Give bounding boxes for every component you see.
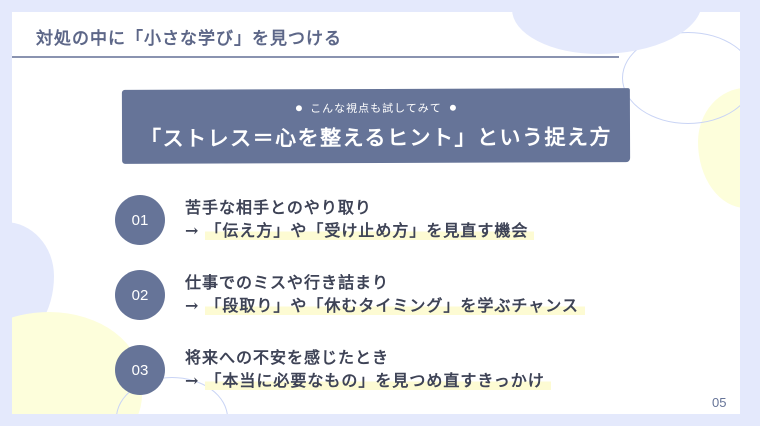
list-item: 03 将来への不安を感じたとき → 「本当に必要なもの」を見つめ直すきっかけ xyxy=(115,345,551,395)
item-situation: 将来への不安を感じたとき xyxy=(185,348,390,367)
banner-subtitle: こんな視点も試してみて xyxy=(310,101,442,116)
list-item: 02 仕事でのミスや行き詰まり → 「段取り」や「休むタイミング」を学ぶチャンス xyxy=(115,270,585,320)
item-number-badge: 03 xyxy=(115,345,165,395)
item-number-badge: 02 xyxy=(115,270,165,320)
page-number: 05 xyxy=(712,395,727,410)
perspective-banner: こんな視点も試してみて 「ストレス＝心を整えるヒント」という捉え方 xyxy=(121,88,631,164)
item-situation: 仕事でのミスや行き詰まり xyxy=(185,273,390,292)
arrow-right-icon: → xyxy=(185,221,200,240)
item-number-badge: 01 xyxy=(115,195,165,245)
arrow-right-icon: → xyxy=(185,371,200,390)
bullet-dot-icon xyxy=(449,104,456,111)
banner-subtitle-row: こんな視点も試してみて xyxy=(122,99,630,117)
item-lesson: 「段取り」や「休むタイミング」を学ぶチャンス xyxy=(205,296,585,315)
bullet-dot-icon xyxy=(296,105,303,112)
list-item: 01 苦手な相手とのやり取り → 「伝え方」や「受け止め方」を見直す機会 xyxy=(115,195,535,245)
item-situation: 苦手な相手とのやり取り xyxy=(185,198,372,217)
item-lesson: 「本当に必要なもの」を見つめ直すきっかけ xyxy=(205,371,551,390)
banner-heading: 「ストレス＝心を整えるヒント」という捉え方 xyxy=(140,124,613,151)
item-lesson: 「伝え方」や「受け止め方」を見直す機会 xyxy=(205,221,535,240)
title-divider xyxy=(12,56,619,58)
slide-title: 対処の中に「小さな学び」を見つける xyxy=(36,29,342,49)
arrow-right-icon: → xyxy=(185,296,200,315)
slide-card: 対処の中に「小さな学び」を見つける こんな視点も試してみて 「ストレス＝心を整え… xyxy=(12,12,740,414)
